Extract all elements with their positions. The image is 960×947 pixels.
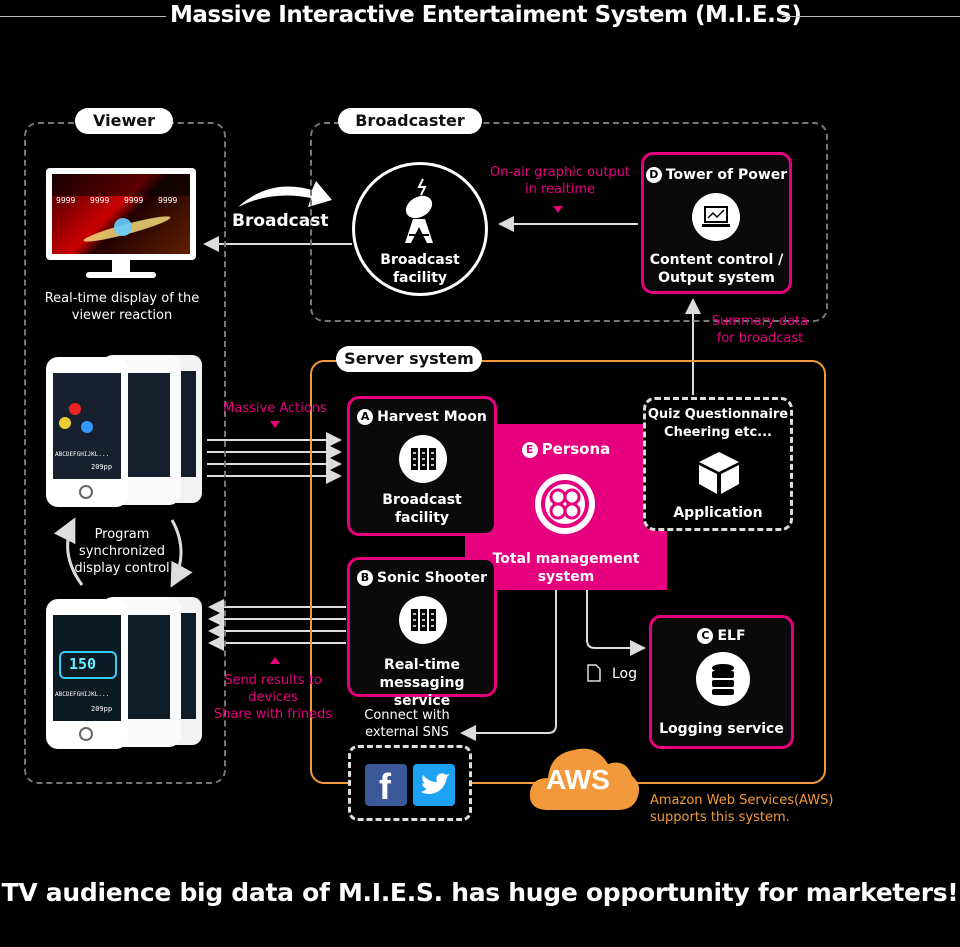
massive-actions-label: Massive Actions [223,401,327,416]
arrows-send-results [208,599,346,651]
cube-icon [699,452,739,494]
arrow-sync-up [53,517,84,586]
laptop-icon [692,193,740,241]
tv-monitor: 9999 9999 9999 9999 [46,168,198,280]
sns-box: f [348,745,472,821]
tv-score-1: 9999 [56,196,76,205]
arrows-massive-actions [207,432,342,484]
twitter-icon [413,764,455,806]
aws-cloud-icon [529,748,640,810]
elf-label: Logging service [659,721,784,737]
database-icon [696,652,750,706]
title-text: Massive Interactive Entertaiment System … [170,2,802,28]
harvest-moon-label: Broadcast facility [382,492,462,526]
sync-caption: Program synchronized display control [74,527,170,576]
log-label: Log [612,666,638,682]
title-rule-left [0,16,166,17]
server-stack-icon [399,596,447,644]
send-results-caption: Send results to devices Share with frine… [213,673,333,722]
marker-onair [553,206,563,213]
application-box: Quiz Questionnaire Cheering etc... Appli… [643,397,793,531]
marker-massive [270,421,280,428]
marker-send [270,657,280,664]
application-label: Application [673,505,763,521]
server-tag: Server system [336,346,482,372]
connect-sns-caption: Connect with external SNS [364,708,450,740]
phone-stack-bottom: 150 ABCDEFGHIJKL... 209pp [46,597,202,749]
page-title: Massive Interactive Entertaiment System … [0,0,960,34]
arrow-log [586,590,646,656]
onair-caption: On-air graphic output in realtime [489,165,631,197]
viewer-tag: Viewer [75,108,173,134]
broadcast-label: Broadcast [232,211,329,231]
footer-tagline: TV audience big data of M.I.E.S. has hug… [1,878,959,907]
tower-of-power-label: Content control / Output system [649,252,784,286]
aws-note: Amazon Web Services(AWS) supports this s… [650,793,834,825]
aws-label: AWS [546,764,610,795]
broadcast-facility-label: Broadcast facility [380,252,460,286]
tv-screen: 9999 9999 9999 9999 [52,174,190,254]
arrow-sns [460,590,557,741]
phone-stack-top: ABCDEFGHIJKL... 209pp [46,355,202,507]
phone-screen: ABCDEFGHIJKL... 209pp [53,373,121,479]
persona-logo-icon [535,474,595,534]
broadcast-tower-icon [405,178,433,243]
server-stack-icon [399,435,447,483]
phone-screen: 150 ABCDEFGHIJKL... 209pp [53,615,121,721]
broadcaster-tag: Broadcaster [338,108,482,134]
summary-caption: Summary data for broadcast [711,314,809,346]
broadcast-swoosh-icon [238,181,332,207]
persona-label: Total management system [492,551,640,585]
sonic-shooter-label: Real-time messaging service [379,657,465,709]
facebook-icon: f [365,764,407,807]
application-title: Quiz Questionnaire Cheering etc... [647,407,789,440]
title-rule-right [782,16,960,17]
tv-score-4: 9999 [158,196,178,205]
tv-caption: Real-time display of the viewer reaction [44,291,200,323]
broadcast-facility-node: Broadcast facility [352,162,488,296]
broadcaster-section [310,122,828,322]
arrow-sync-down [170,519,193,588]
tv-score-3: 9999 [124,196,144,205]
document-icon [587,664,601,682]
tv-score-2: 9999 [90,196,110,205]
